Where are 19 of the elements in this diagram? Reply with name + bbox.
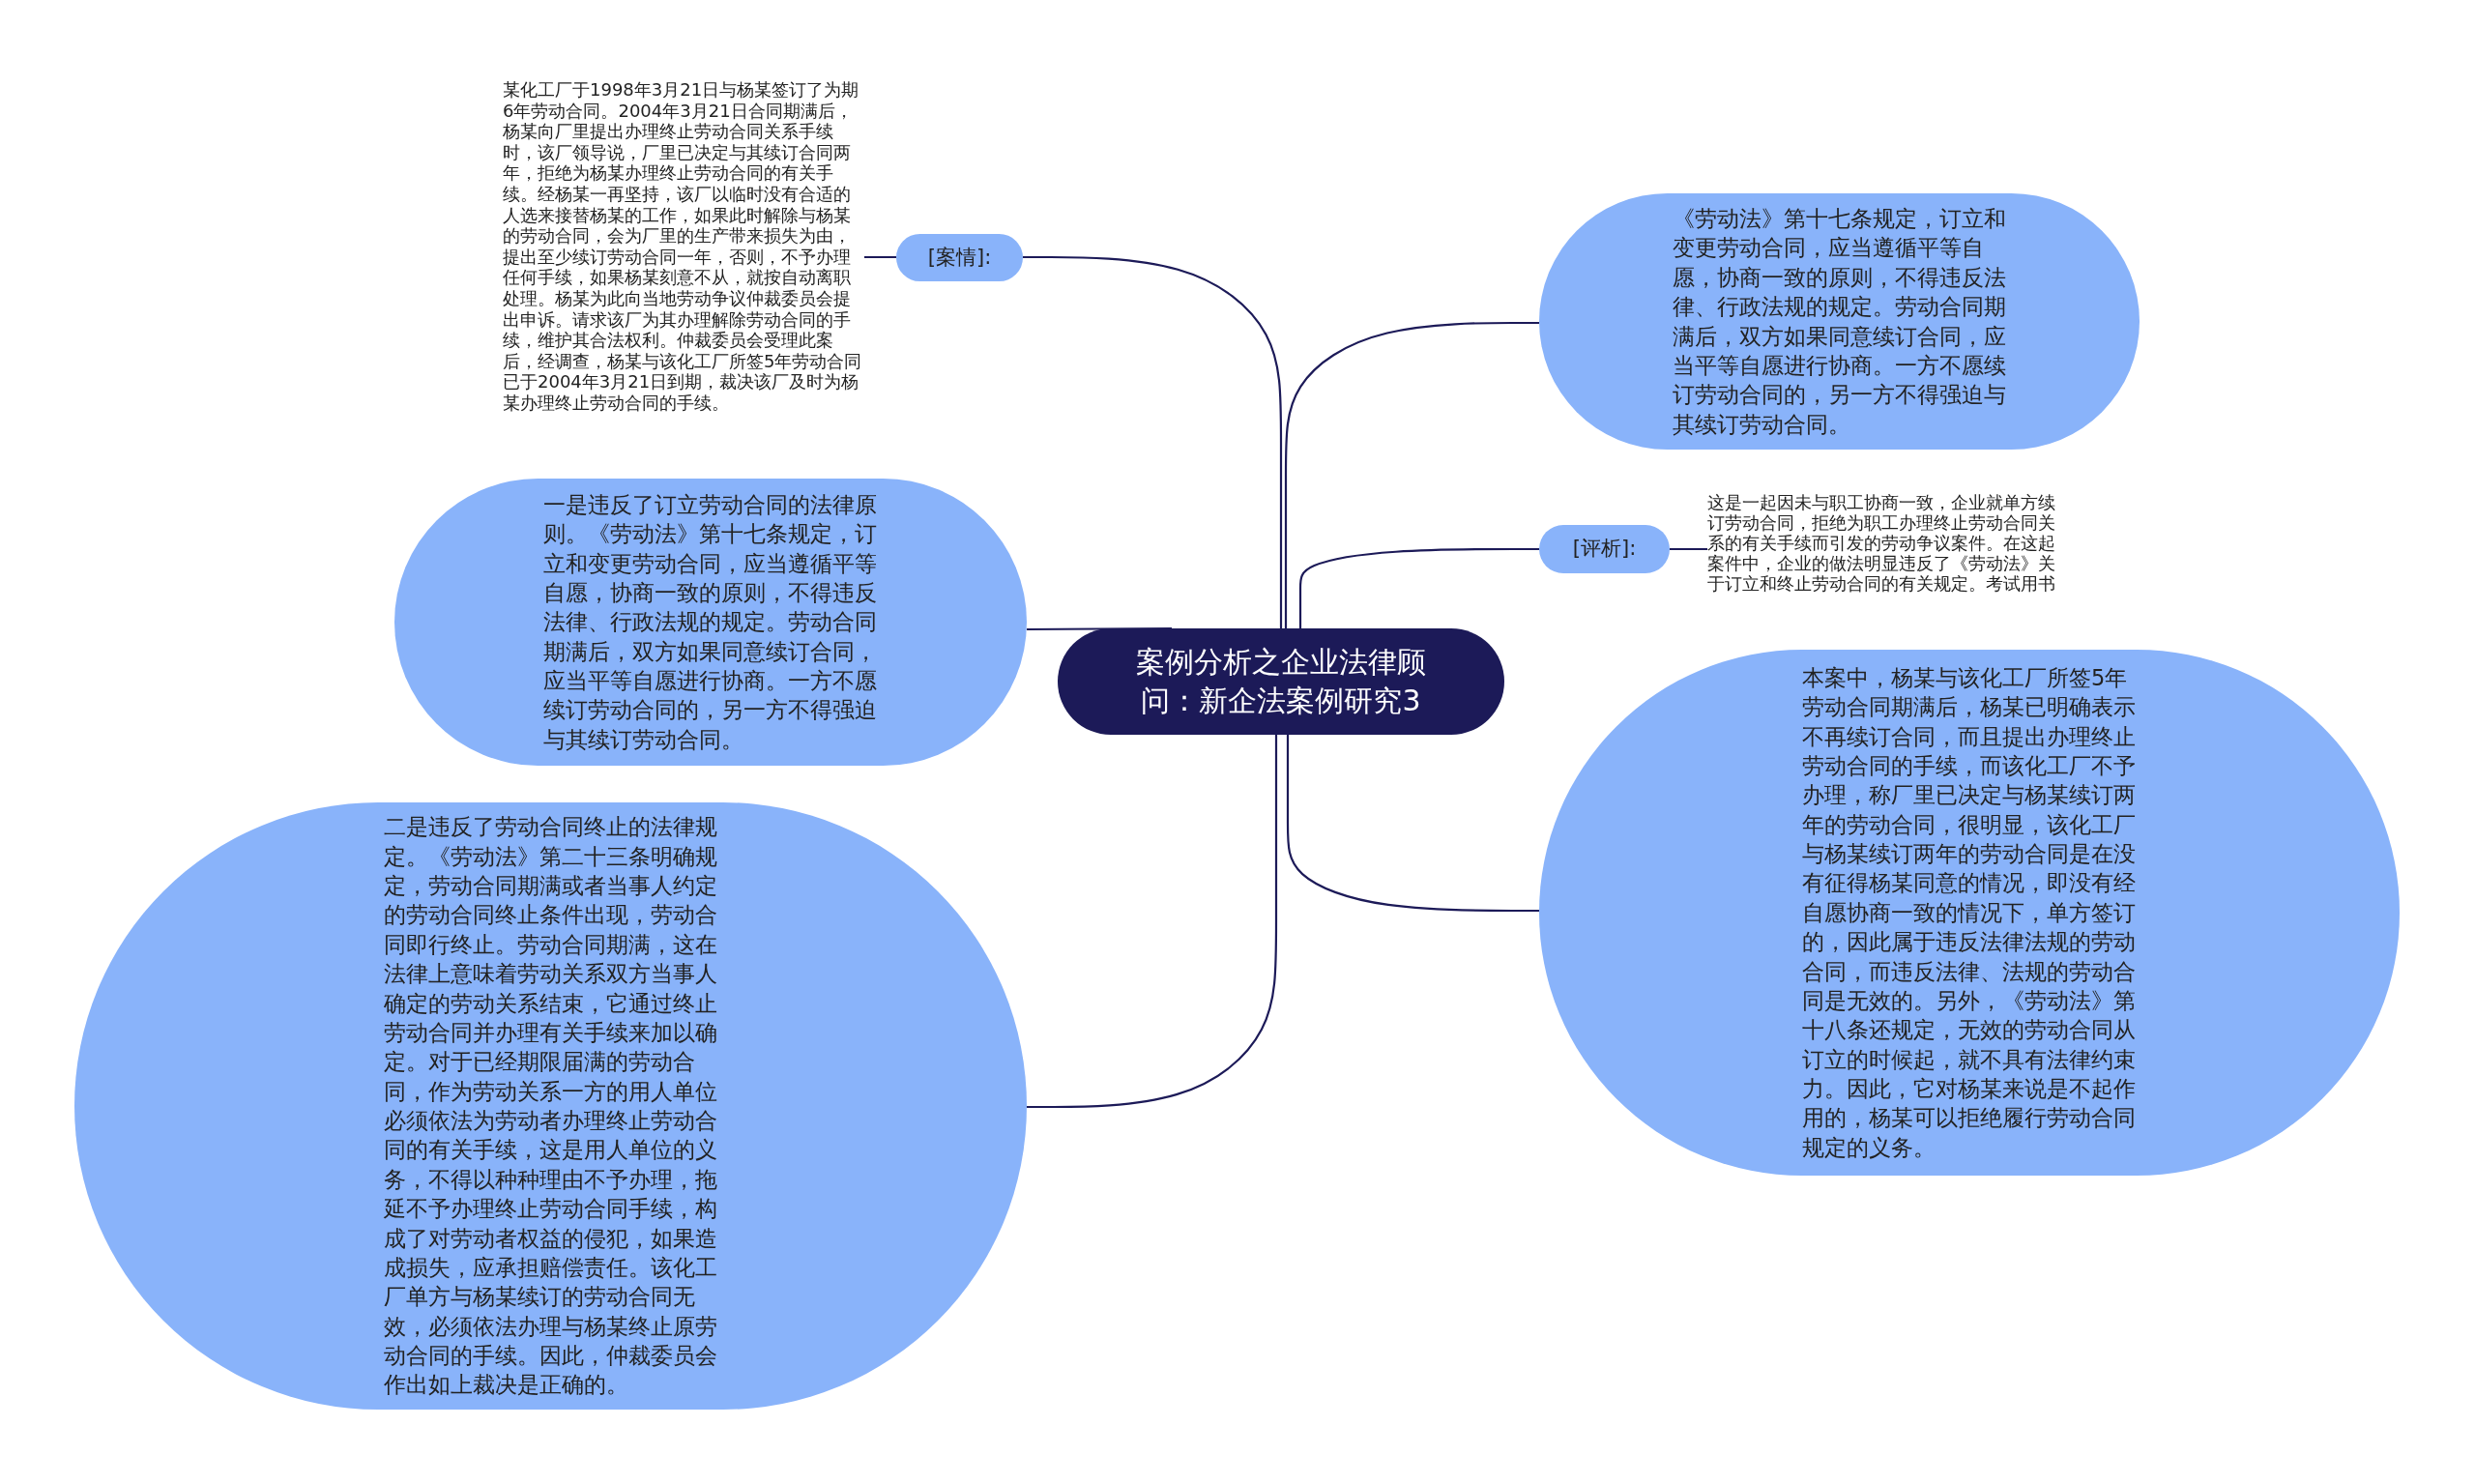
connector-line — [1286, 735, 1539, 913]
connector-line — [1023, 255, 1283, 628]
connector-line — [864, 255, 896, 259]
connector-line — [1298, 547, 1539, 628]
topic-text: 一是违反了订立劳动合同的法律原则。《劳动法》第十七条规定，订立和变更劳动合同，应当遵循平等自愿，协商一致的原则，不得违反法律、行政法规的规定。劳动合同期满后，双方如果同意续订合同，应当平等自愿进行协商。一方不愿续订劳动合同的，另一方不得强迫与其续订劳动合同。 — [543, 490, 878, 754]
connector-line — [1027, 626, 1172, 631]
central-topic-text: 案例分析之企业法律顾问：新企法案例研究3 — [1135, 643, 1427, 719]
description-text: 某化工厂于1998年3月21日与杨某签订了为期6年劳动合同。2004年3月21日合同期满后，杨某向厂里提出办理终止劳动合同关系手续时，该厂领导说，厂里已决定与其续订合同两年，拒绝为杨某办理终止劳动合同的有关手续。经杨某一再坚持，该厂以临时没有合适的人选来接替杨某的工作，如果此时解除与杨某的劳动合同，会为厂里的生产带来损失为由，提出至少续订劳动合同一年，否则，不予办理任何手续，如果杨某刻意不从，就按自动离职处理。杨某为此向当地劳动争议仲裁委员会提出申诉。请求该厂为其办理解除劳动合同的手续，维护其合法权利。仲裁委员会受理此案后，经调查，杨某与该化工厂所签5年劳动合同已于2004年3月21日到期，裁决该厂及时为杨某办理终止劳动合同的手续。 — [503, 79, 864, 437]
section-tag — [896, 234, 1023, 281]
topic-text: 《劳动法》第十七条规定，订立和变更劳动合同，应当遵循平等自愿，协商一致的原则，不得违反法律、行政法规的规定。劳动合同期满后，双方如果同意续订合同，应当平等自愿进行协商。一方不愿续订劳动合同的，另一方不得强迫与其续订劳动合同。 — [1672, 205, 2007, 439]
connector-line — [1284, 321, 1539, 628]
section-tag-text: [案情]: — [926, 245, 993, 271]
connector-line — [1670, 547, 1707, 551]
section-tag-text: [评析]: — [1571, 537, 1638, 562]
connector-line — [1027, 735, 1278, 1109]
topic-text: 本案中，杨某与该化工厂所签5年劳动合同期满后，杨某已明确表示不再续订合同，而且提出办理终止劳动合同的手续，而该化工厂不予办理，称厂里已决定与杨某续订两年的劳动合同，很明显，该化工厂与杨某续订两年的劳动合同是在没有征得杨某同意的情况，即没有经自愿协商一致的情况下，单方签订的，因此属于违反法律法规的劳动合同，而违反法律、法规的劳动合同是无效的。另外，《劳动法》第十八条还规定，无效的劳动合同从订立的时候起，就不具有法律约束力。因此，它对杨某来说是不起作用的，杨某可以拒绝履行劳动合同规定的义务。 — [1802, 663, 2137, 1162]
description-text: 这是一起因未与职工协商一致，企业就单方续订劳动合同，拒绝为职工办理终止劳动合同关系的有关手续而引发的劳动争议案件。在这起案件中，企业的做法明显违反了《劳动法》关于订立和终止劳动合同的有关规定。考试用书 — [1707, 493, 2065, 609]
section-tag — [1539, 525, 1670, 573]
topic-text: 二是违反了劳动合同终止的法律规定。《劳动法》第二十三条明确规定，劳动合同期满或者当事人约定的劳动合同终止条件出现，劳动合同即行终止。劳动合同期满，这在法律上意味着劳动关系双方当事人确定的劳动关系结束，它通过终止劳动合同并办理有关手续来加以确定。对于已经期限届满的劳动合同，作为劳动关系一方的用人单位必须依法为劳动者办理终止劳动合同的有关手续，这是用人单位的义务，不得以种种理由不予办理，拖延不予办理终止劳动合同手续，构成了对劳动者权益的侵犯，如果造成损失，应承担赔偿责任。该化工厂单方与杨某续订的劳动合同无效，必须依法办理与杨某终止原劳动合同的手续。因此，仲裁委员会作出如上裁决是正确的。 — [383, 813, 718, 1400]
